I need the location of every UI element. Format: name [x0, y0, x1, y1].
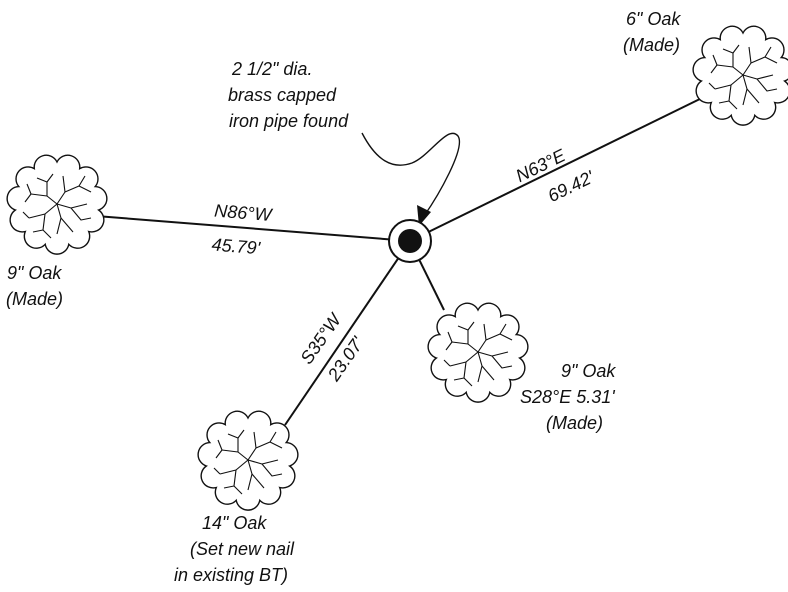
tree-branch [36, 177, 48, 183]
tree-branch [457, 325, 469, 331]
tree-branch [78, 185, 92, 193]
tree-branch [499, 333, 513, 341]
tree-branch [261, 463, 283, 477]
tree-crown [692, 25, 788, 126]
tree-label-line: (Made) [623, 35, 680, 55]
tree-label-line: (Set new nail [190, 539, 295, 559]
tree-label-line: (Made) [546, 413, 603, 433]
tree-branch [443, 359, 451, 367]
tree-label-w: 9" Oak (Made) [6, 263, 66, 309]
oak-tree-ne-icon [692, 25, 788, 126]
tree-label-se: 9" Oak S28°E 5.31' (Made) [520, 361, 620, 433]
tree-label-ne: 6" Oak (Made) [623, 9, 685, 55]
tree-branch [217, 439, 223, 451]
tree-label-sw: 14" Oak (Set new nail in existing BT) [174, 513, 299, 585]
tree-branch [447, 331, 453, 343]
oak-tree-se-icon [427, 302, 529, 403]
monument-note-line: iron pipe found [229, 111, 349, 131]
tie-line-w [95, 215, 411, 242]
tree-branch [237, 429, 249, 461]
tree-branch [756, 78, 778, 92]
tree-branch [227, 433, 239, 439]
tree-branch [26, 183, 32, 195]
tree-branch [22, 211, 30, 219]
tree-branch [223, 485, 235, 489]
tree-branch [718, 100, 730, 104]
leader-arrowhead [417, 205, 431, 226]
distance-ne: 69.42' [545, 167, 598, 206]
tree-branch [732, 44, 744, 76]
tree-branch [708, 82, 716, 90]
tie-line-sw [284, 240, 411, 426]
monument-note-line: brass capped [228, 85, 337, 105]
bearing-label-ne: N63°E 69.42' [513, 145, 598, 206]
tree-branch [60, 217, 74, 233]
tie-line-ne [409, 95, 707, 242]
monument-note: 2 1/2" dia. brass capped iron pipe found [228, 59, 349, 131]
tree-branch [481, 365, 495, 381]
tree-label-line: S28°E 5.31' [520, 387, 615, 407]
bearing-w: N86°W [214, 201, 275, 226]
tree-branch [251, 473, 265, 489]
bearing-label-w: N86°W 45.79' [211, 201, 274, 259]
tree-branch [746, 88, 760, 104]
tree-branch [467, 321, 479, 353]
oak-tree-sw-icon [197, 410, 299, 511]
tree-branch [213, 467, 221, 475]
tree-label-line: 6" Oak [626, 9, 681, 29]
tree-branch [764, 56, 778, 64]
tree-label-line: 14" Oak [202, 513, 267, 533]
tree-branch [70, 207, 92, 221]
tree-branch [453, 377, 465, 381]
tree-label-line: in existing BT) [174, 565, 288, 585]
bearing-label-sw: S35°W 23.07' [296, 309, 368, 386]
monument-note-line: 2 1/2" dia. [231, 59, 312, 79]
tree-branch [46, 173, 58, 205]
tree-branch [712, 54, 718, 66]
distance-w: 45.79' [211, 234, 261, 258]
tree-branch [269, 441, 283, 449]
tree-label-line: 9" Oak [561, 361, 616, 381]
tree-branch [722, 48, 734, 54]
tree-branch [491, 355, 513, 369]
tree-branch [32, 229, 44, 233]
tree-label-line: (Made) [6, 289, 63, 309]
oak-tree-w-icon [6, 154, 108, 255]
iron-pipe-monument [388, 219, 432, 263]
tree-label-line: 9" Oak [7, 263, 62, 283]
note-leader-line [361, 132, 461, 217]
